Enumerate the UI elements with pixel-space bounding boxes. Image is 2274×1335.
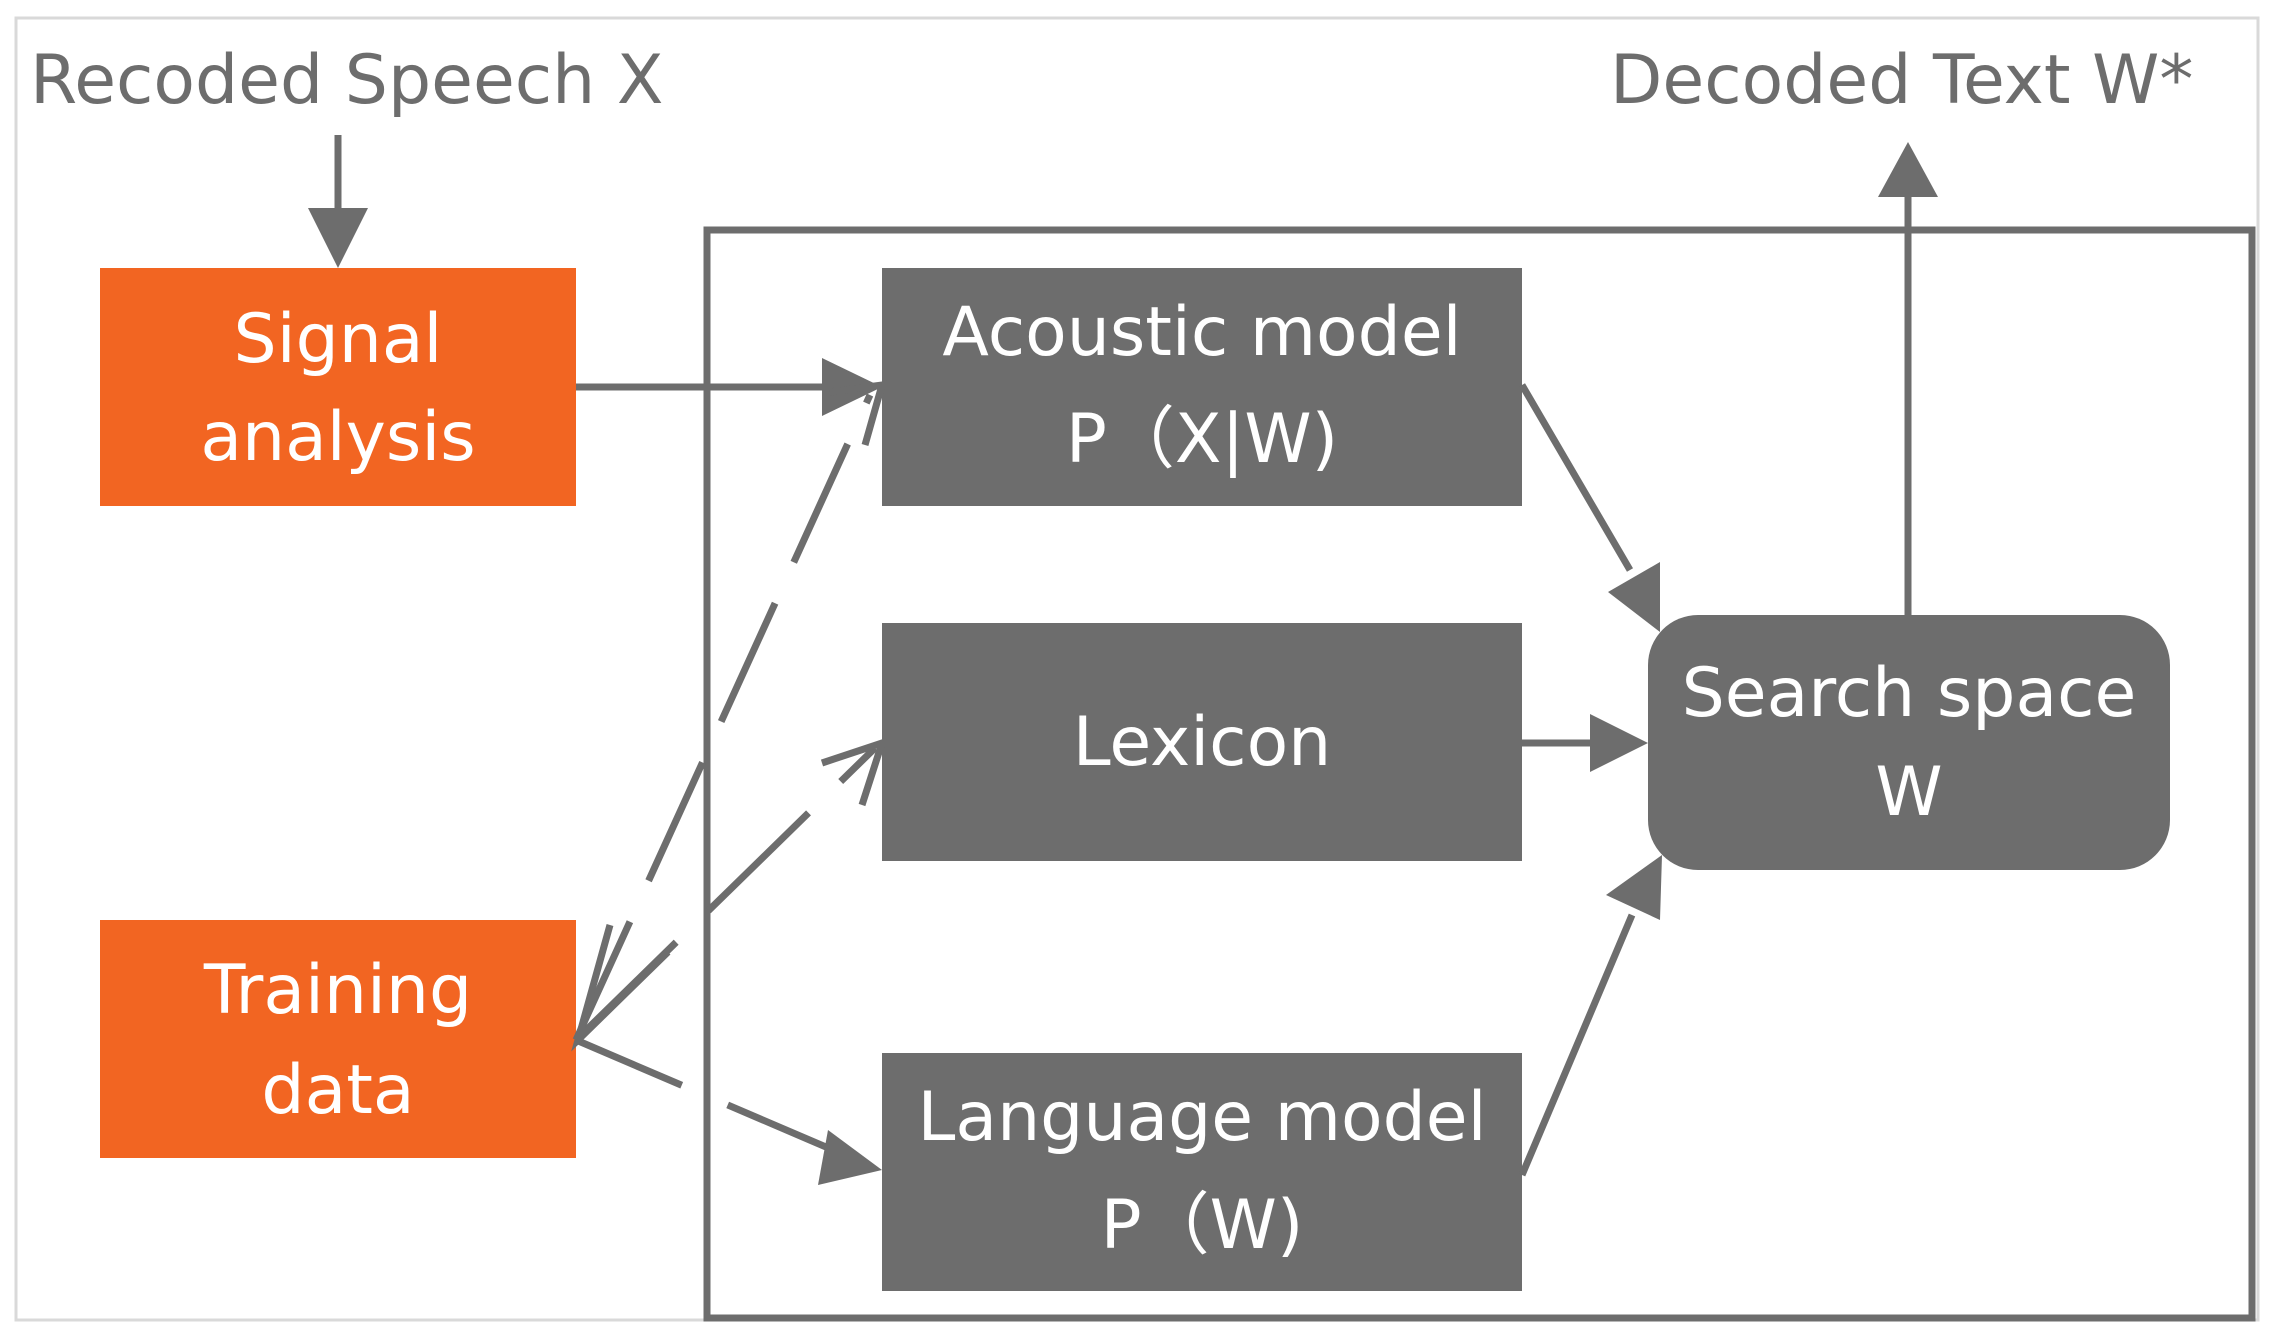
acoustic-model-line2: P（X|W) [1066, 400, 1338, 479]
search-space-line2: W [1875, 753, 1942, 832]
arrow-acoustic-to-search [1518, 383, 1634, 572]
acoustic-model-box: Acoustic model P（X|W) [882, 268, 1522, 506]
language-model-line2: P（W) [1101, 1186, 1304, 1265]
arrowhead-search-from-lexicon [1590, 714, 1648, 772]
acoustic-model-line1: Acoustic model [942, 293, 1461, 372]
lexicon-label: Lexicon [1073, 703, 1332, 782]
search-space-line1: Search space [1682, 654, 2137, 733]
speech-input-label: Recoded Speech X [30, 41, 663, 120]
arrowhead-search-from-acoustic [1608, 562, 1660, 632]
lexicon-box: Lexicon [882, 623, 1522, 861]
signal-analysis-line2: analysis [200, 398, 475, 477]
training-data-line1: Training [203, 951, 472, 1030]
language-model-box: Language model P（W) [882, 1053, 1522, 1291]
language-model-line1: Language model [918, 1078, 1487, 1157]
arrow-language-to-search [1518, 913, 1636, 1177]
system-boundary [703, 226, 2256, 1322]
dashed-arrowhead-acoustic [829, 380, 887, 446]
signal-analysis-line1: Signal [234, 300, 443, 379]
arrowhead-speech [308, 208, 368, 268]
dashed-arrow-training-to-acoustic [572, 393, 874, 1042]
decoded-text-label: Decoded Text W* [1610, 41, 2193, 120]
training-data-line2: data [261, 1051, 414, 1130]
search-space-box: Search space W [1648, 615, 2170, 870]
signal-analysis-box: Signal analysis [100, 268, 576, 506]
arrowhead-output [1878, 142, 1938, 197]
dashed-arrowhead-lexicon [820, 737, 888, 807]
dashed-arrowhead-language [818, 1130, 882, 1185]
training-data-box: Training data [100, 920, 576, 1158]
arrowhead-into-training [571, 924, 671, 1052]
arrowhead-search-from-language [1606, 855, 1662, 920]
